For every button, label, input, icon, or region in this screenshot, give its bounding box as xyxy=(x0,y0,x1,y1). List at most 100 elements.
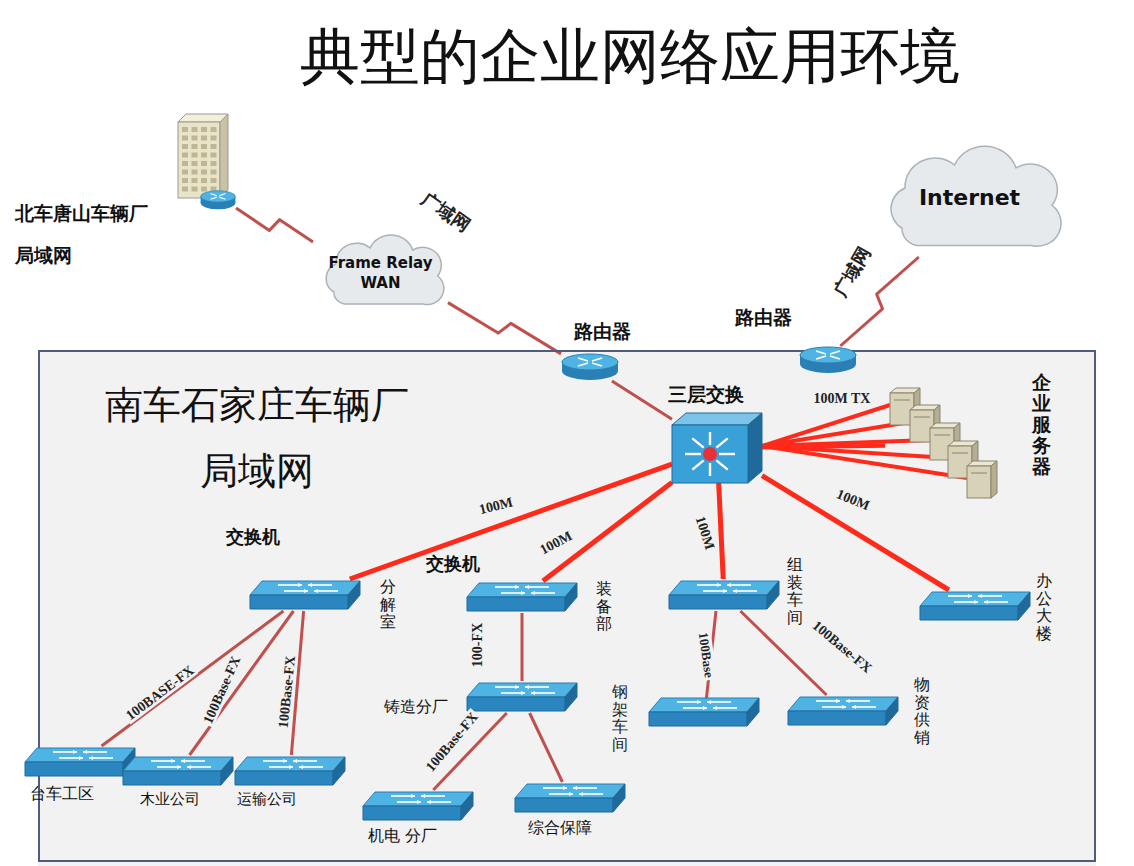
cloud-node: Internet xyxy=(872,142,1067,257)
server-side xyxy=(991,461,997,498)
switch-arrowhead xyxy=(531,591,535,595)
vertical-label: 物资供销 xyxy=(914,676,930,746)
switch-arrowhead xyxy=(521,691,525,695)
switch-top xyxy=(649,698,759,712)
building-front xyxy=(178,122,220,198)
building-window xyxy=(182,178,188,183)
switch-top xyxy=(467,683,577,697)
switch-top xyxy=(515,784,625,798)
building-window xyxy=(211,144,217,149)
node-label: 南车石家庄车辆厂 局域网 xyxy=(92,372,422,504)
wan-link xyxy=(448,303,561,354)
server-slot xyxy=(894,400,910,401)
router-node: 路由器 xyxy=(561,353,619,381)
vertical-label: 钢架车间 xyxy=(612,683,628,753)
switch-front xyxy=(363,806,461,820)
node-label: 三层交换 xyxy=(668,383,744,407)
switch-node: 组装车间 xyxy=(669,579,779,611)
network-link xyxy=(102,611,284,746)
building-window xyxy=(192,127,198,132)
server-group: 企业服务器 xyxy=(885,385,1005,505)
servers-icon xyxy=(885,385,1005,505)
switch-arrowhead xyxy=(697,700,701,704)
switch-arrowhead xyxy=(727,583,731,587)
router-top xyxy=(562,354,618,370)
switch-top xyxy=(25,748,135,762)
switch-arrowhead xyxy=(427,800,431,804)
switch-icon xyxy=(669,579,779,611)
switch-node: 铸造分厂 xyxy=(467,681,577,713)
free-label: 广域网 xyxy=(416,187,476,238)
free-label: 广域网 xyxy=(828,241,876,302)
router-arrow xyxy=(816,356,826,359)
switch-arrowhead xyxy=(974,600,978,604)
switch-arrowhead xyxy=(298,583,302,587)
l3-arrow xyxy=(692,438,703,447)
server-slot xyxy=(934,435,950,436)
switch-arrowhead xyxy=(707,700,711,704)
router-top xyxy=(800,347,856,363)
switch-arrowhead xyxy=(978,594,982,598)
vertical-label: 办公大楼 xyxy=(1036,572,1052,642)
node-label: 木业公司 xyxy=(140,790,200,809)
vertical-label: 企业服务器 xyxy=(1032,372,1051,476)
l3-front xyxy=(672,425,748,483)
switch-node: 交换机装备部 xyxy=(467,581,577,613)
router-arrow xyxy=(816,351,826,354)
building-window xyxy=(201,187,207,192)
switch-side xyxy=(1018,592,1030,620)
router-arrow xyxy=(830,351,840,354)
switch-top xyxy=(250,581,360,595)
switch-arrowhead xyxy=(733,589,737,593)
switch-top xyxy=(669,581,779,595)
router-arrow xyxy=(219,197,225,199)
link-label: 100Base-FX xyxy=(422,708,483,776)
switch-top xyxy=(235,757,345,771)
link-label: 100Base-FX xyxy=(808,617,876,678)
switch-arrowhead xyxy=(723,589,727,593)
wan-link xyxy=(236,208,313,242)
switch-top xyxy=(363,792,473,806)
switch-node: 物资供销 xyxy=(788,695,898,727)
building-window xyxy=(201,136,207,141)
switch-arrowhead xyxy=(525,585,529,589)
switch-node: 交换机分解室 xyxy=(250,579,360,611)
switch-icon xyxy=(920,590,1030,622)
building-window xyxy=(182,187,188,192)
building-window xyxy=(201,178,207,183)
building-window xyxy=(192,170,198,175)
network-link xyxy=(530,713,563,782)
switch-icon xyxy=(515,782,625,814)
switch-arrowhead xyxy=(304,589,308,593)
building-window xyxy=(182,153,188,158)
switch-arrowhead xyxy=(411,794,415,798)
switch-side xyxy=(461,792,473,820)
switch-arrowhead xyxy=(515,685,519,689)
switch-arrowhead xyxy=(569,792,573,796)
l3-arrow xyxy=(709,432,711,445)
link-label: 100Base-FX xyxy=(199,652,244,728)
building-window xyxy=(192,161,198,166)
switch-front xyxy=(235,771,333,785)
building-window xyxy=(182,136,188,141)
switch-icon xyxy=(649,698,759,726)
link-label: 100M xyxy=(476,494,517,518)
l3-arrow xyxy=(716,460,727,469)
switch-arrowhead xyxy=(573,786,577,790)
l3-side xyxy=(748,413,762,483)
switch-arrowhead xyxy=(171,759,175,763)
node-label: Internet xyxy=(872,185,1067,211)
node-label: 交换机 xyxy=(426,553,480,576)
switch-front xyxy=(920,606,1018,620)
switch-front xyxy=(467,697,565,711)
node-label: 路由器 xyxy=(735,306,792,330)
switch-node: 机电 分厂 xyxy=(363,790,473,822)
switch-arrowhead xyxy=(83,750,87,754)
network-link xyxy=(190,611,294,755)
switch-arrowhead xyxy=(842,705,846,709)
switch-front xyxy=(515,798,613,812)
switch-top xyxy=(920,592,1030,606)
building-window xyxy=(201,127,207,132)
switch-arrowhead xyxy=(579,792,583,796)
